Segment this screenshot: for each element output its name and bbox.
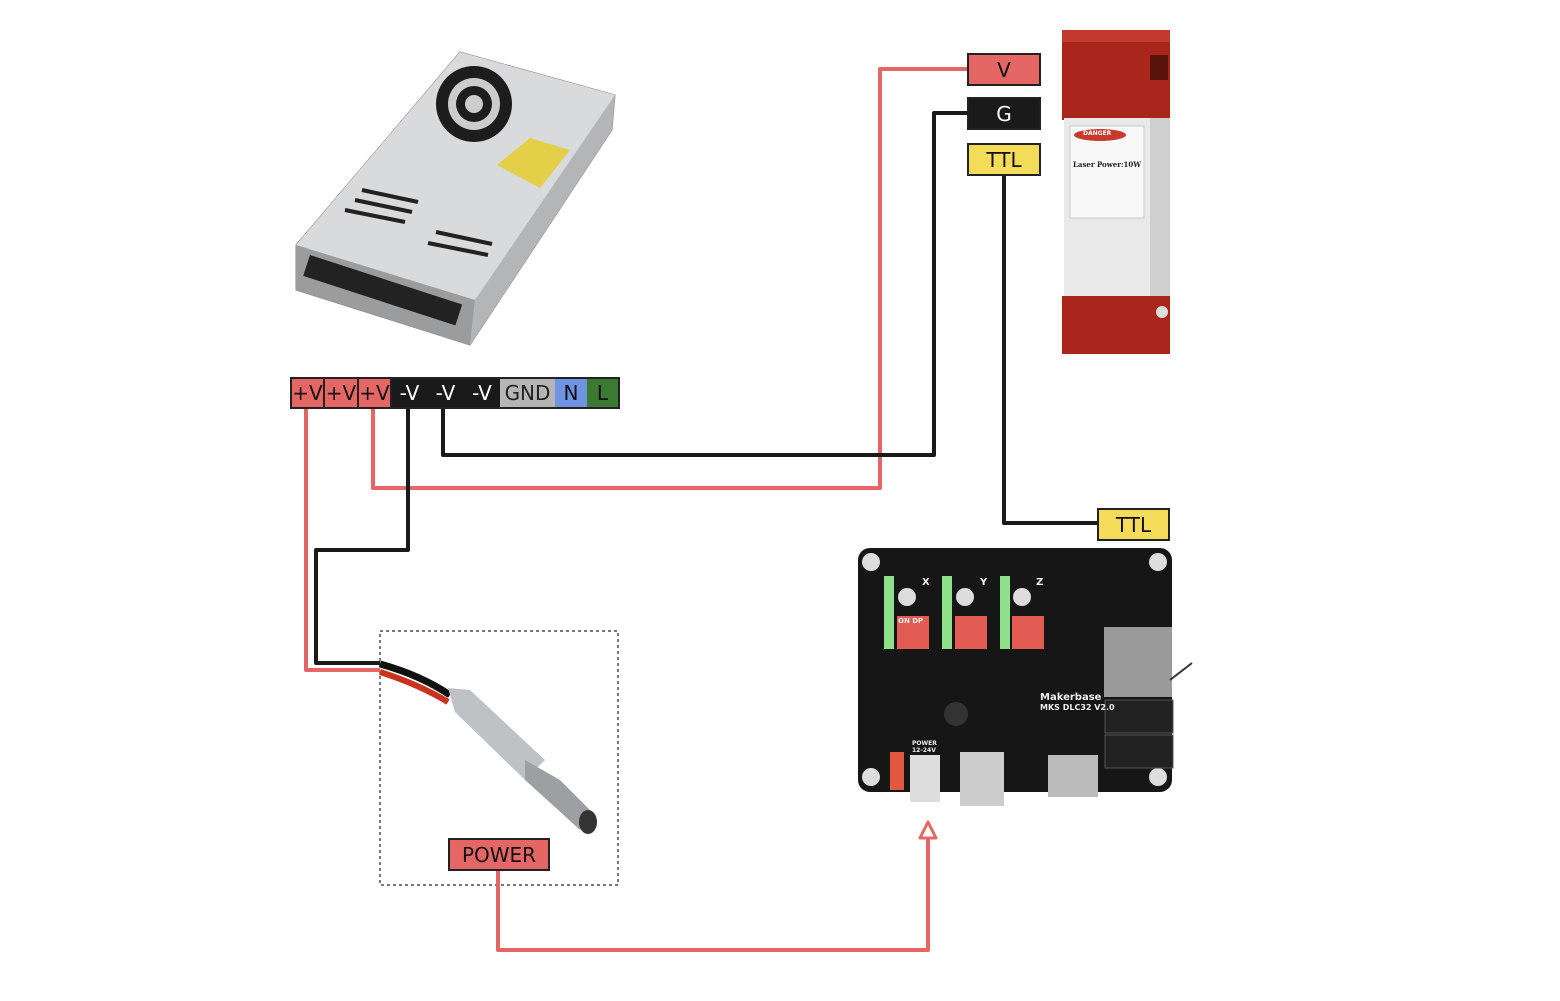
board-power-input-label: POWER 12-24V	[912, 740, 937, 754]
laser-danger-text: DANGER	[1083, 130, 1112, 137]
axis-z-label: Z	[1036, 577, 1044, 588]
wire-power-to-board	[496, 830, 930, 952]
laser-power-text: Laser Power:10W	[1073, 160, 1142, 169]
laser-v-label: V	[967, 53, 1041, 86]
terminal-neg-3: -V	[464, 379, 500, 407]
power-label: POWER	[448, 838, 550, 871]
power-supply-unit	[295, 51, 616, 346]
terminal-neg-1: -V	[392, 379, 427, 407]
wire-ttl-signal	[1002, 175, 1097, 525]
terminal-strip: +V +V +V -V -V -V GND N L	[290, 377, 620, 409]
terminal-pos-3: +V	[359, 379, 392, 407]
arrowhead-icon	[918, 820, 938, 840]
terminal-gnd: GND	[500, 379, 555, 407]
board-model: MKS DLC32 V2.0	[1040, 703, 1115, 712]
terminal-pos-1: +V	[292, 379, 325, 407]
wire-positive-to-jack	[304, 409, 380, 672]
axis-y-label: Y	[980, 577, 988, 588]
laser-ttl-label: TTL	[967, 143, 1041, 176]
dip-switch-label: ON DP	[898, 617, 924, 625]
laser-g-label: G	[967, 97, 1041, 130]
board-brand: Makerbase	[1040, 692, 1102, 703]
wire-negative-to-jack	[314, 409, 410, 665]
board-ttl-label: TTL	[1097, 508, 1170, 541]
axis-x-label: X	[922, 577, 930, 588]
dc-power-jack	[379, 660, 597, 834]
terminal-neg-2: -V	[427, 379, 464, 407]
wire-positive-to-laser-v	[371, 67, 967, 490]
wire-negative-to-laser-g	[441, 111, 967, 457]
laser-module	[1062, 30, 1170, 354]
controller-board	[858, 548, 1193, 806]
terminal-n: N	[555, 379, 587, 407]
terminal-l: L	[587, 379, 618, 407]
terminal-pos-2: +V	[325, 379, 359, 407]
